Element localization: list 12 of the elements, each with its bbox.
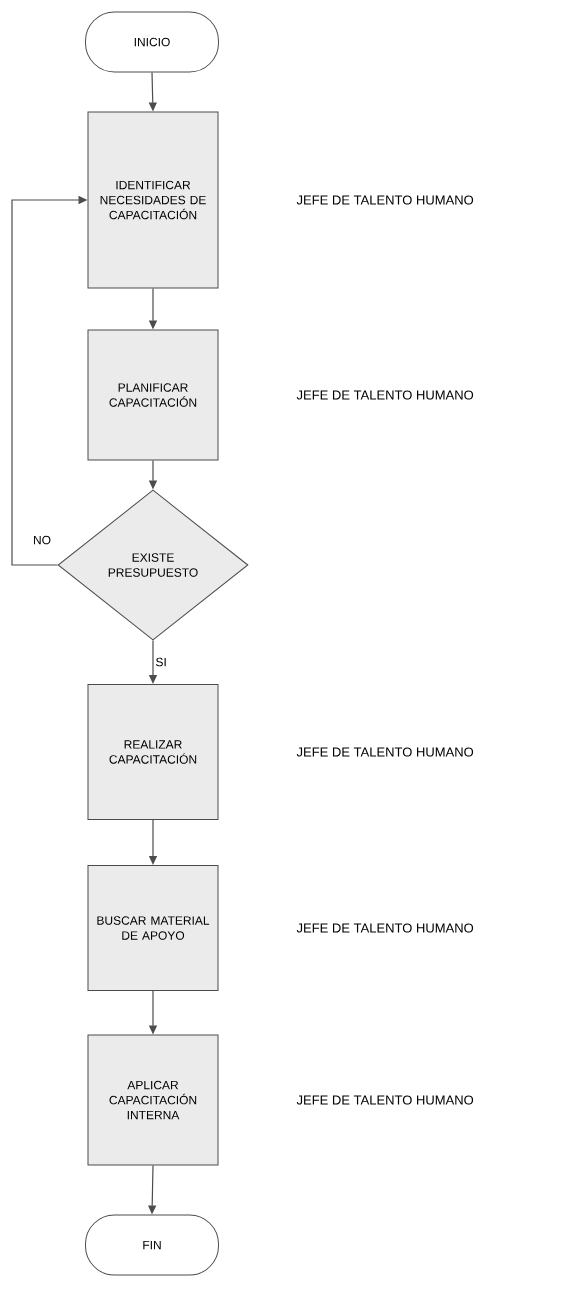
role-label: JEFE DE TALENTO HUMANO [296,747,474,757]
process-box: IDENTIFICAR NECESIDADES DE CAPACITACIÓN [87,111,219,289]
role-label: JEFE DE TALENTO HUMANO [296,195,474,205]
role-label: JEFE DE TALENTO HUMANO [296,923,474,933]
process-box: PLANIFICAR CAPACITACIÓN [87,329,219,461]
edge-label: NO [32,534,52,546]
process-box: REALIZAR CAPACITACIÓN [87,684,219,820]
edge-label: SI [154,656,168,668]
process-box: APLICAR CAPACITACIÓN INTERNA [87,1034,219,1166]
role-label: JEFE DE TALENTO HUMANO [296,1095,474,1105]
role-label: JEFE DE TALENTO HUMANO [296,390,474,400]
process-box: BUSCAR MATERIAL DE APOYO [87,865,219,991]
